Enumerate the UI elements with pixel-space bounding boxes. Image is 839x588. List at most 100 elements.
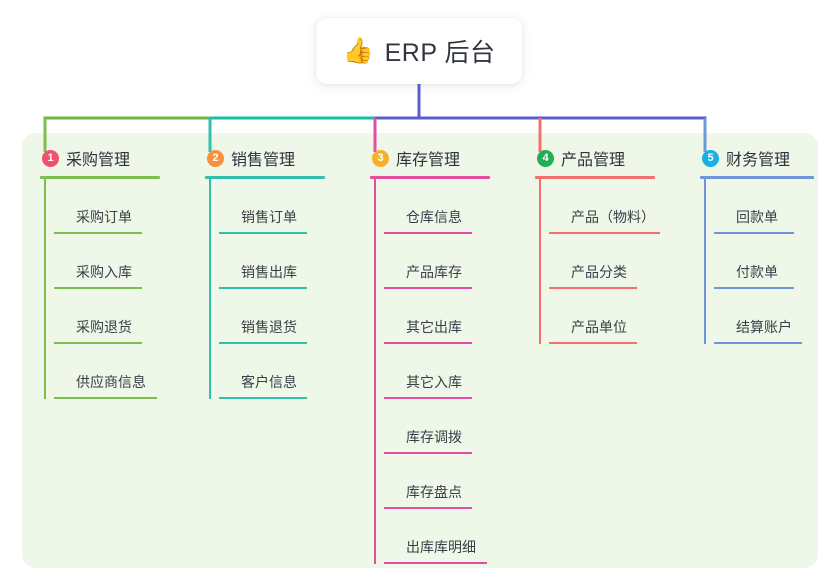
column-badge-3: 3 [372, 149, 389, 167]
leaf-item-label: 其它出库 [406, 319, 462, 335]
column-title-4: 产品管理 [561, 152, 626, 169]
leaf-item-rule [714, 342, 802, 344]
leaf-item[interactable]: 付款单 [714, 234, 830, 289]
column-badge-2: 2 [207, 149, 224, 167]
leaf-item-label: 产品（物料） [571, 209, 655, 225]
leaf-item[interactable]: 采购退货 [54, 289, 190, 344]
column-items-5: 回款单付款单结算账户 [700, 179, 830, 344]
leaf-item-rule [54, 342, 142, 344]
leaf-item-label: 库存盘点 [406, 484, 462, 500]
leaf-item-rule [549, 342, 637, 344]
leaf-item-rule [549, 287, 637, 289]
column-header-rule-5 [700, 176, 814, 179]
leaf-item-rule [219, 342, 307, 344]
leaf-item-rule [714, 232, 794, 234]
leaf-item-rule [219, 287, 307, 289]
column-spine-2 [209, 179, 211, 399]
column-header-rule-2 [205, 176, 325, 179]
leaf-item-rule [54, 397, 157, 399]
root-title-card[interactable]: 👍 ERP 后台 [316, 18, 522, 84]
column-header-rule-4 [535, 176, 655, 179]
leaf-item-rule [219, 232, 307, 234]
leaf-item[interactable]: 销售退货 [219, 289, 355, 344]
column-spine-5 [704, 179, 706, 344]
leaf-item-label: 产品单位 [571, 319, 627, 335]
column-title-5: 财务管理 [726, 152, 791, 169]
column-spine-4 [539, 179, 541, 344]
leaf-item[interactable]: 其它入库 [384, 344, 520, 399]
leaf-item[interactable]: 销售出库 [219, 234, 355, 289]
thumbs-up-icon: 👍 [342, 36, 374, 65]
leaf-item-rule [54, 287, 142, 289]
leaf-item[interactable]: 产品（物料） [549, 179, 685, 234]
leaf-item[interactable]: 客户信息 [219, 344, 355, 399]
column-3: 3 库存管理仓库信息产品库存其它出库其它入库库存调拨库存盘点出库库明细 [370, 146, 520, 564]
leaf-item[interactable]: 库存调拨 [384, 399, 520, 454]
leaf-item-rule [384, 287, 472, 289]
column-items-1: 采购订单采购入库采购退货供应商信息 [40, 179, 190, 399]
leaf-item-label: 出库库明细 [406, 539, 476, 555]
column-header-rule-3 [370, 176, 490, 179]
column-title-3: 库存管理 [396, 152, 461, 169]
leaf-item[interactable]: 仓库信息 [384, 179, 520, 234]
column-badge-4: 4 [537, 149, 554, 167]
root-title-label: ERP 后台 [384, 39, 496, 67]
leaf-item[interactable]: 供应商信息 [54, 344, 190, 399]
column-4: 4 产品管理产品（物料） 产品分类产品单位 [535, 146, 685, 344]
leaf-item-rule [384, 452, 472, 454]
leaf-item[interactable]: 产品单位 [549, 289, 685, 344]
leaf-item-label: 销售出库 [241, 264, 297, 280]
leaf-item-rule [549, 232, 660, 234]
leaf-item[interactable]: 其它出库 [384, 289, 520, 344]
column-items-4: 产品（物料） 产品分类产品单位 [535, 179, 685, 344]
leaf-item-rule [384, 342, 472, 344]
leaf-item-label: 采购订单 [76, 209, 132, 225]
leaf-item-label: 产品库存 [406, 264, 462, 280]
leaf-item-rule [219, 397, 307, 399]
leaf-item-label: 采购退货 [76, 319, 132, 335]
leaf-item-label: 库存调拨 [406, 429, 462, 445]
leaf-item-rule [714, 287, 794, 289]
column-badge-5: 5 [702, 149, 719, 167]
leaf-item-label: 产品分类 [571, 264, 627, 280]
column-header-5[interactable]: 5 财务管理 [700, 146, 830, 170]
leaf-item[interactable]: 回款单 [714, 179, 830, 234]
leaf-item[interactable]: 采购订单 [54, 179, 190, 234]
leaf-item[interactable]: 出库库明细 [384, 509, 520, 564]
column-items-2: 销售订单销售出库销售退货客户信息 [205, 179, 355, 399]
leaf-item-label: 供应商信息 [76, 374, 146, 390]
column-5: 5 财务管理回款单付款单结算账户 [700, 146, 830, 344]
leaf-item-rule [54, 232, 142, 234]
column-title-1: 采购管理 [66, 152, 131, 169]
leaf-item-label: 仓库信息 [406, 209, 462, 225]
leaf-item-label: 结算账户 [736, 319, 792, 335]
column-header-4[interactable]: 4 产品管理 [535, 146, 685, 170]
leaf-item-label: 销售退货 [241, 319, 297, 335]
leaf-item[interactable]: 采购入库 [54, 234, 190, 289]
leaf-item-label: 销售订单 [241, 209, 297, 225]
leaf-item-label: 客户信息 [241, 374, 297, 390]
leaf-item[interactable]: 结算账户 [714, 289, 830, 344]
leaf-item[interactable]: 销售订单 [219, 179, 355, 234]
column-spine-3 [374, 179, 376, 564]
column-spine-1 [44, 179, 46, 399]
leaf-item-rule [384, 397, 472, 399]
leaf-item-rule [384, 507, 472, 509]
leaf-item-rule [384, 232, 472, 234]
leaf-item-rule [384, 562, 487, 564]
diagram-panel [22, 133, 818, 568]
column-header-rule-1 [40, 176, 160, 179]
leaf-item-label: 其它入库 [406, 374, 462, 390]
leaf-item-label: 付款单 [736, 264, 778, 280]
leaf-item[interactable]: 产品库存 [384, 234, 520, 289]
column-items-3: 仓库信息产品库存其它出库其它入库库存调拨库存盘点出库库明细 [370, 179, 520, 564]
column-header-3[interactable]: 3 库存管理 [370, 146, 520, 170]
leaf-item[interactable]: 库存盘点 [384, 454, 520, 509]
leaf-item-label: 采购入库 [76, 264, 132, 280]
leaf-item[interactable]: 产品分类 [549, 234, 685, 289]
